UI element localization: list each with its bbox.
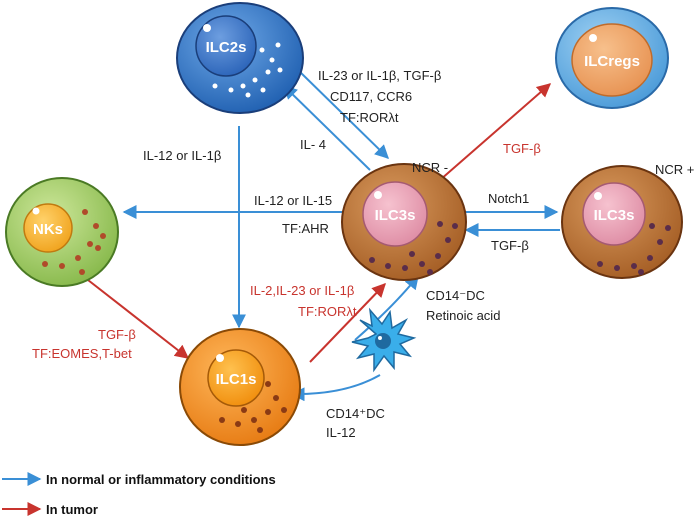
label-il12: IL-12 xyxy=(326,425,356,440)
arrow-ilc3-to-ilc2 xyxy=(282,85,371,171)
arrow-ilc2-to-ilc3 xyxy=(297,69,390,159)
label-notch1: Notch1 xyxy=(488,191,529,206)
label-cd14pos-dc: CD14⁺DC xyxy=(326,406,385,421)
label-tgfb-ilcregs: TGF-β xyxy=(503,141,541,156)
label-il12-il15: IL-12 or IL-15 xyxy=(254,193,332,208)
dendritic-cell xyxy=(351,307,417,373)
legend-tumor-label: In tumor xyxy=(46,502,98,517)
label-il2-line2: TF:RORλt xyxy=(298,304,357,319)
label-il2-line1: IL-2,IL-23 or IL-1β xyxy=(250,283,354,298)
cell-label-ilcregs: ILCregs xyxy=(584,53,640,70)
label-il23-line3: TF:RORλt xyxy=(340,110,399,125)
cell-label-nks: NKs xyxy=(33,221,63,238)
legend-normal-label: In normal or inflammatory conditions xyxy=(46,472,276,487)
cell-ilc1s: ILC1s xyxy=(179,328,301,446)
cell-ilc3s-ncr-minus: ILC3s xyxy=(341,163,467,281)
cell-ilcregs: ILCregs xyxy=(555,7,669,109)
label-retinoic-acid: Retinoic acid xyxy=(426,308,500,323)
arrow-dc-to-ilc3 xyxy=(354,274,419,341)
cell-ilc2s: ILC2s xyxy=(176,2,304,114)
tag-ncr-minus: NCR - xyxy=(412,160,448,175)
label-tgfb-right: TGF-β xyxy=(491,238,529,253)
cell-ilc3s-ncr-plus: ILC3s xyxy=(561,165,683,279)
granules xyxy=(597,223,671,275)
cell-nks: NKs xyxy=(5,177,119,287)
cell-label-ilc1s: ILC1s xyxy=(216,371,257,388)
label-il23-line2: CD117, CCR6 xyxy=(330,89,412,104)
label-il12-il1b: IL-12 or IL-1β xyxy=(143,148,221,163)
label-tf-ahr: TF:AHR xyxy=(282,221,329,236)
label-il4: IL- 4 xyxy=(300,137,326,152)
arrow-ilc3-to-ilcregs xyxy=(439,83,552,181)
arrow-ilc1-to-ilc3 xyxy=(309,282,386,363)
label-tgfb-nk-line1: TGF-β xyxy=(98,327,136,342)
arrow-nk-to-ilc1 xyxy=(87,279,190,359)
granules xyxy=(369,221,458,275)
label-il23-line1: IL-23 or IL-1β, TGF-β xyxy=(318,68,441,83)
cell-label-ilc3s-right: ILC3s xyxy=(594,207,635,224)
tag-ncr-plus: NCR + xyxy=(655,162,694,177)
label-tgfb-nk-line2: TF:EOMES,T-bet xyxy=(32,346,132,361)
granules xyxy=(42,209,106,275)
cell-label-ilc2s: ILC2s xyxy=(206,39,247,56)
legend: In normal or inflammatory conditions In … xyxy=(2,472,276,517)
cell-label-ilc3s-center: ILC3s xyxy=(375,207,416,224)
arrow-dc-to-ilc1 xyxy=(290,374,381,402)
granules xyxy=(212,42,283,98)
label-cd14neg-dc: CD14⁻DC xyxy=(426,288,485,303)
granules xyxy=(219,381,287,433)
